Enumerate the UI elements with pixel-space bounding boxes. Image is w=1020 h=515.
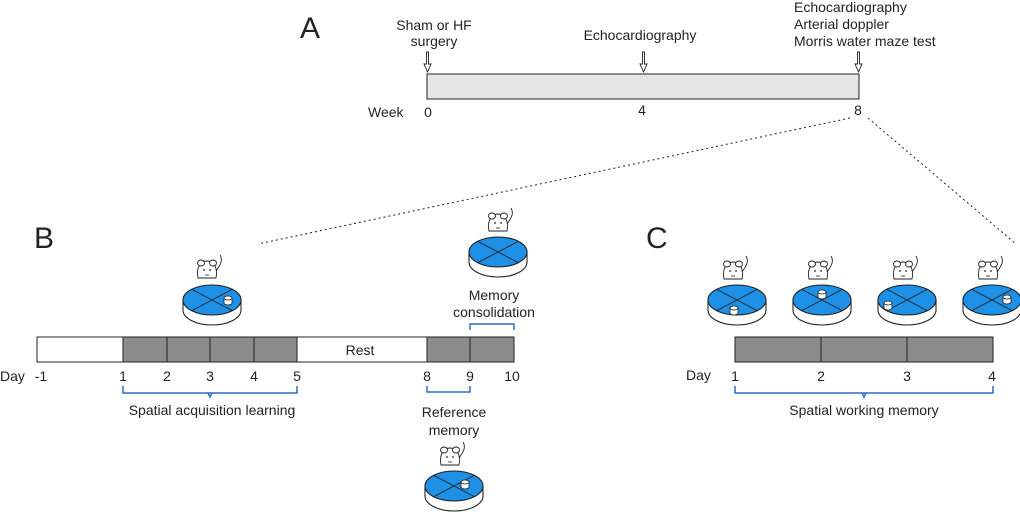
panel-c-day-label: Day bbox=[686, 367, 711, 383]
week-tick-8: 8 bbox=[854, 102, 862, 118]
pool-icon-acquisition bbox=[182, 284, 242, 326]
rest-label: Rest bbox=[346, 342, 375, 358]
week8-arrow-icon bbox=[854, 51, 863, 74]
panel-b-timeline bbox=[36, 336, 515, 363]
week4-event: Echocardiography bbox=[584, 27, 697, 43]
memory-consolidation-line1: Memory bbox=[469, 287, 520, 303]
acquisition-bracket bbox=[122, 386, 298, 394]
spatial-working-memory-label: Spatial working memory bbox=[789, 402, 938, 418]
day-tick-10: 10 bbox=[504, 368, 520, 384]
panel-letter-c: C bbox=[646, 222, 668, 255]
week8-event-line3: Morris water maze test bbox=[794, 33, 936, 49]
mouse-icon-day3 bbox=[892, 255, 918, 280]
panel-c-timeline bbox=[734, 336, 994, 363]
week0-event-line1: Sham or HF bbox=[396, 17, 471, 33]
panel-a-timeline-bar bbox=[426, 73, 860, 100]
mouse-icon-consolidation bbox=[487, 207, 513, 232]
week0-arrow-icon bbox=[423, 51, 432, 74]
spatial-acquisition-label: Spatial acquisition learning bbox=[129, 402, 296, 418]
pool-icon-day1 bbox=[707, 284, 767, 326]
day-tick-9: 9 bbox=[466, 368, 474, 384]
day-tick-minus1: -1 bbox=[35, 368, 48, 384]
zoom-line-right bbox=[867, 117, 1017, 245]
consolidation-bracket bbox=[469, 323, 515, 330]
week0-event-line2: surgery bbox=[411, 33, 458, 49]
c-day-tick-4: 4 bbox=[988, 368, 996, 384]
day-tick-1: 1 bbox=[119, 368, 127, 384]
memory-consolidation-line2: consolidation bbox=[453, 304, 535, 320]
panel-b-day-label: Day bbox=[0, 368, 25, 384]
mouse-icon-day4 bbox=[977, 255, 1003, 280]
day-tick-4: 4 bbox=[250, 368, 258, 384]
pool-icon-day2 bbox=[792, 284, 852, 326]
day-tick-3: 3 bbox=[206, 368, 214, 384]
mouse-icon-day2 bbox=[807, 255, 833, 280]
day-tick-5: 5 bbox=[293, 368, 301, 384]
day-tick-8: 8 bbox=[423, 368, 431, 384]
acquisition-bracket-tip bbox=[207, 392, 213, 399]
pool-icon-day3 bbox=[877, 284, 937, 326]
c-day-tick-1: 1 bbox=[731, 368, 739, 384]
c-day-tick-2: 2 bbox=[817, 368, 825, 384]
week-tick-4: 4 bbox=[638, 102, 646, 118]
mouse-icon-reference bbox=[439, 441, 465, 466]
week8-event-line2: Arterial doppler bbox=[794, 16, 889, 32]
zoom-line-left bbox=[257, 117, 851, 245]
mouse-icon-day1 bbox=[722, 255, 748, 280]
mouse-icon-acquisition bbox=[196, 254, 222, 279]
week4-arrow-icon bbox=[639, 51, 648, 74]
pool-icon-consolidation bbox=[468, 236, 528, 278]
working-memory-bracket-tip bbox=[861, 392, 867, 399]
panel-letter-b: B bbox=[34, 222, 54, 255]
day-tick-2: 2 bbox=[163, 368, 171, 384]
working-memory-bracket bbox=[734, 386, 994, 394]
reference-memory-line1: Reference bbox=[422, 404, 487, 420]
reference-bracket bbox=[426, 386, 471, 393]
week8-event-line1: Echocardiography bbox=[794, 0, 907, 15]
week-tick-0: 0 bbox=[424, 104, 432, 120]
week-axis-label: Week bbox=[368, 104, 405, 120]
panel-letter-a: A bbox=[300, 12, 320, 45]
pool-icon-reference bbox=[424, 470, 484, 512]
c-day-tick-3: 3 bbox=[903, 368, 911, 384]
pool-icon-day4 bbox=[962, 284, 1020, 326]
reference-memory-line2: memory bbox=[429, 422, 480, 438]
